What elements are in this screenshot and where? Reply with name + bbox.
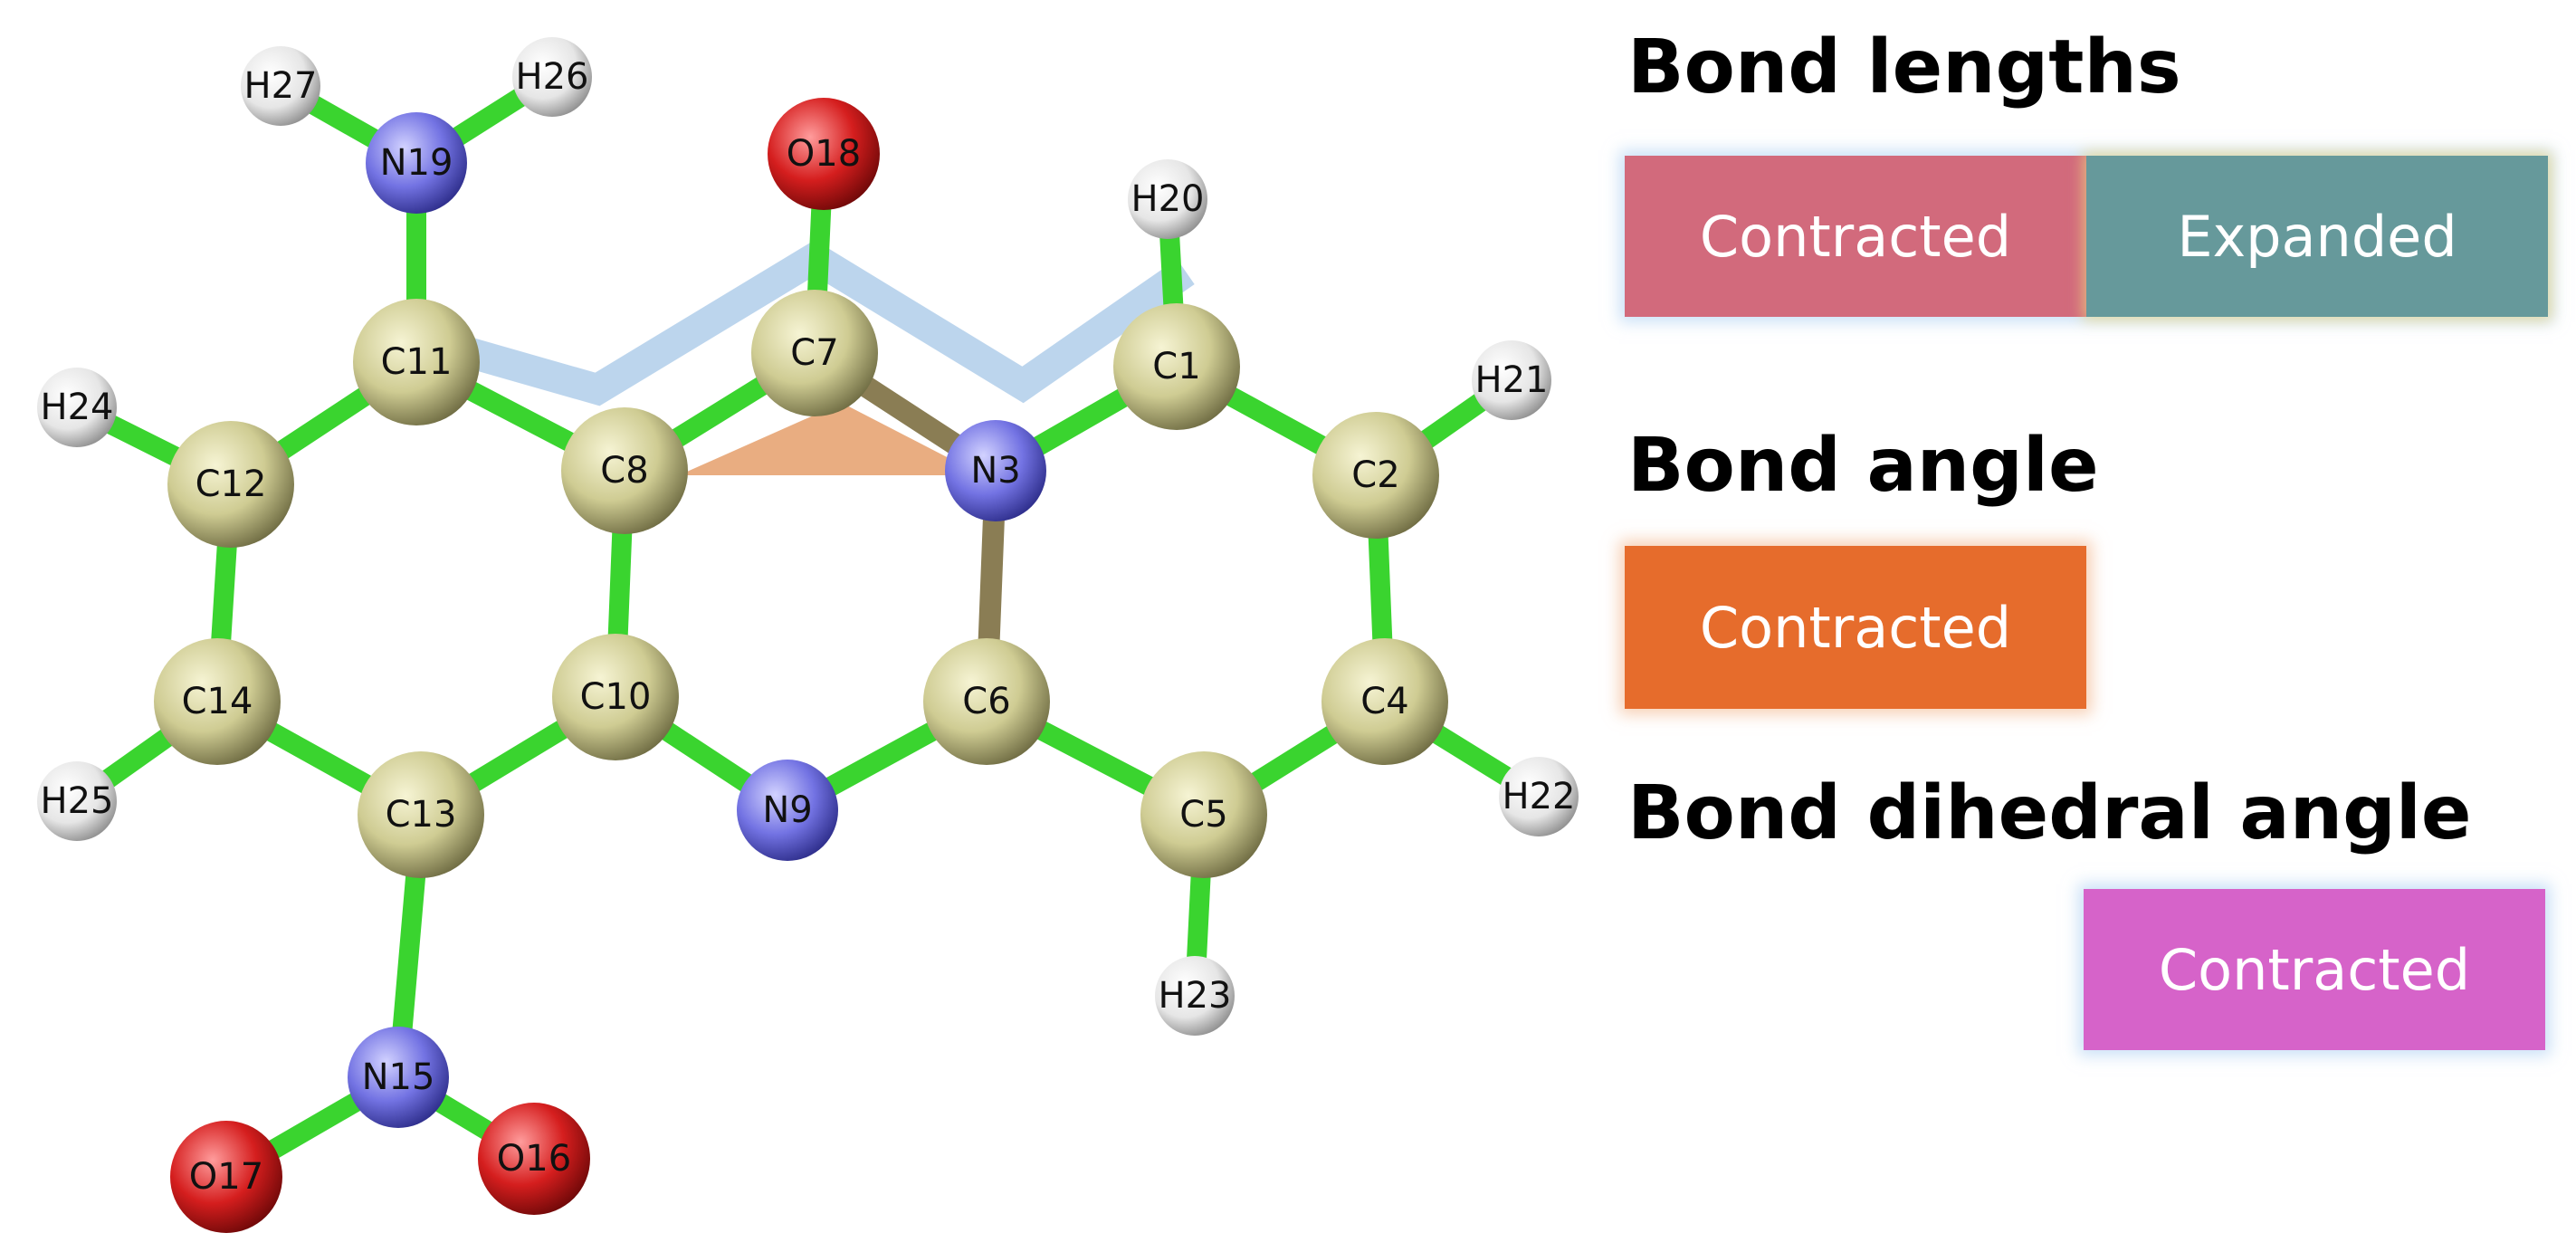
atom-sphere <box>37 368 117 447</box>
atom-sphere <box>737 760 838 861</box>
atom-label: C5 <box>1179 794 1227 836</box>
atom-C7: C7 <box>751 290 878 416</box>
atom-label: N15 <box>362 1056 435 1098</box>
atom-O17: O17 <box>170 1121 282 1233</box>
atom-H25: H25 <box>37 761 117 841</box>
atom-sphere <box>348 1027 449 1128</box>
atom-label: N19 <box>380 142 453 184</box>
atom-label: C2 <box>1351 454 1399 496</box>
atom-label: H25 <box>41 780 114 822</box>
atom-label: C11 <box>381 341 453 383</box>
atom-C11: C11 <box>353 299 480 425</box>
atom-H26: H26 <box>512 37 592 117</box>
atom-sphere <box>561 407 688 534</box>
atom-sphere <box>1321 638 1448 765</box>
atom-label: C12 <box>196 464 267 505</box>
atom-label: O16 <box>497 1138 571 1180</box>
atom-sphere <box>1312 412 1439 539</box>
atom-H22: H22 <box>1499 757 1579 836</box>
atom-H23: H23 <box>1155 956 1235 1036</box>
bond-angle-title: Bond angle <box>1627 423 2099 509</box>
atom-H21: H21 <box>1472 340 1551 420</box>
atom-label: H26 <box>516 56 589 98</box>
atom-N15: N15 <box>348 1027 449 1128</box>
contracted-angle-swatch: Contracted <box>1625 546 2086 709</box>
atom-O18: O18 <box>768 98 880 210</box>
atom-C8: C8 <box>561 407 688 534</box>
atom-sphere <box>478 1103 590 1215</box>
atom-N3: N3 <box>945 420 1046 521</box>
atom-sphere <box>1128 159 1207 239</box>
bond-dihedral-title: Bond dihedral angle <box>1627 770 2472 856</box>
atom-label: O17 <box>189 1156 263 1198</box>
atom-C2: C2 <box>1312 412 1439 539</box>
atom-C12: C12 <box>167 421 294 548</box>
atom-label: C6 <box>962 681 1010 722</box>
atom-sphere <box>241 46 320 126</box>
atom-C1: C1 <box>1113 303 1240 430</box>
atom-label: H20 <box>1131 178 1205 220</box>
atom-label: N3 <box>970 450 1020 492</box>
atom-sphere <box>37 761 117 841</box>
atom-sphere <box>923 638 1050 765</box>
atom-C6: C6 <box>923 638 1050 765</box>
atom-O16: O16 <box>478 1103 590 1215</box>
atom-N19: N19 <box>366 112 467 214</box>
atom-label: C1 <box>1152 346 1200 387</box>
atom-sphere <box>1113 303 1240 430</box>
atom-sphere <box>170 1121 282 1233</box>
atom-sphere <box>167 421 294 548</box>
atom-sphere <box>1140 751 1267 878</box>
contracted-length-swatch: Contracted <box>1625 156 2086 317</box>
atom-H24: H24 <box>37 368 117 447</box>
contracted-dihedral-swatch: Contracted <box>2084 889 2545 1050</box>
atom-sphere <box>512 37 592 117</box>
atom-label: H27 <box>244 65 318 107</box>
atom-sphere <box>154 638 281 765</box>
atom-label: C13 <box>386 794 457 836</box>
atom-label: O18 <box>787 133 861 175</box>
atom-C4: C4 <box>1321 638 1448 765</box>
atom-H27: H27 <box>241 46 320 126</box>
expanded-length-swatch: Expanded <box>2086 156 2548 317</box>
atom-label: N9 <box>762 789 812 831</box>
atom-sphere <box>1472 340 1551 420</box>
atom-label: C4 <box>1360 681 1408 722</box>
atom-sphere <box>366 112 467 214</box>
atom-sphere <box>552 634 679 760</box>
bond-lengths-title: Bond lengths <box>1627 24 2181 110</box>
atom-sphere <box>358 751 484 878</box>
atom-C5: C5 <box>1140 751 1267 878</box>
bond-angle-wedge <box>679 403 982 475</box>
atom-C10: C10 <box>552 634 679 760</box>
atom-C14: C14 <box>154 638 281 765</box>
atom-sphere <box>945 420 1046 521</box>
atom-sphere <box>751 290 878 416</box>
atom-label: H22 <box>1503 776 1576 817</box>
atom-N9: N9 <box>737 760 838 861</box>
atom-sphere <box>768 98 880 210</box>
atom-label: C14 <box>182 681 253 722</box>
atom-H20: H20 <box>1128 159 1207 239</box>
atom-sphere <box>353 299 480 425</box>
bond-lengths-legend: Contracted Expanded <box>1625 156 2548 317</box>
atom-label: C8 <box>600 450 648 492</box>
atom-sphere <box>1499 757 1579 836</box>
atom-label: H21 <box>1475 359 1549 401</box>
atom-sphere <box>1155 956 1235 1036</box>
atom-label: H24 <box>41 387 114 428</box>
atom-label: H23 <box>1159 975 1232 1017</box>
atom-label: C7 <box>790 332 838 374</box>
atom-C13: C13 <box>358 751 484 878</box>
atom-label: C10 <box>580 676 652 718</box>
